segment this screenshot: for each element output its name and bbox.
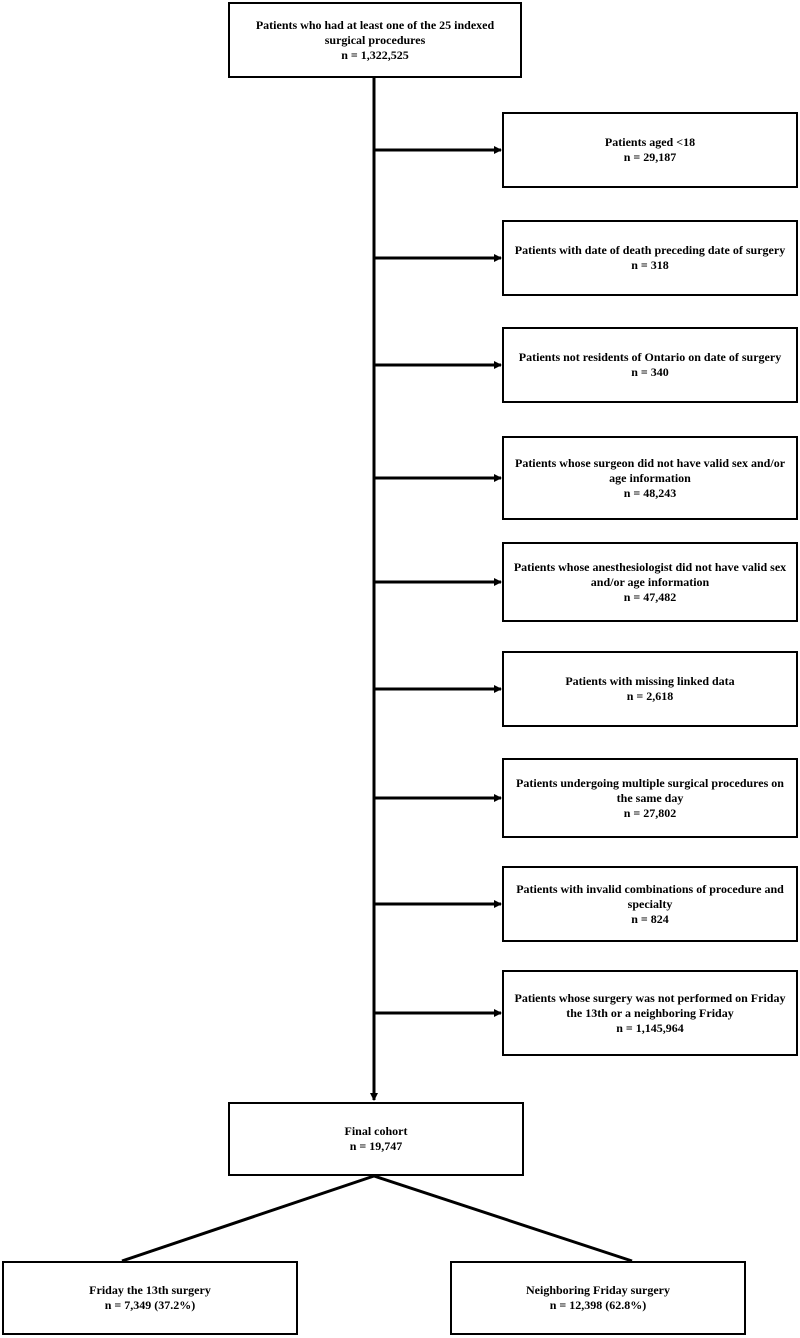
- exclusion-box-invalid-combinations: Patients with invalid combinations of pr…: [502, 866, 798, 942]
- group-count: n = 7,349 (37.2%): [104, 1298, 196, 1312]
- exclusion-count: n = 2,618: [626, 689, 674, 703]
- exclusion-count: n = 47,482: [623, 589, 677, 604]
- exclusion-count: n = 1,145,964: [616, 1020, 684, 1035]
- exclusion-count: n = 318: [631, 258, 669, 272]
- start-cohort-count: n = 1,322,525: [341, 47, 409, 62]
- exclusion-count: n = 29,187: [623, 150, 677, 164]
- exclusion-count: n = 824: [631, 911, 669, 926]
- split-line-right: [373, 1174, 633, 1263]
- exclusion-label: Patients whose surgeon did not have vali…: [514, 455, 786, 485]
- exclusion-count: n = 48,243: [623, 485, 677, 500]
- friday-13th-group-box: Friday the 13th surgery n = 7,349 (37.2%…: [2, 1261, 298, 1335]
- exclusion-label: Patients not residents of Ontario on dat…: [518, 350, 782, 364]
- exclusion-count: n = 340: [631, 365, 669, 379]
- exclusion-label: Patients with date of death preceding da…: [514, 243, 786, 257]
- group-label: Friday the 13th surgery: [89, 1283, 211, 1297]
- exclusion-label: Patients whose anesthesiologist did not …: [513, 559, 787, 589]
- exclusion-box-age: Patients aged <18 n = 29,187: [502, 112, 798, 188]
- final-cohort-label: Final cohort: [344, 1124, 408, 1138]
- start-cohort-box: Patients who had at least one of the 25 …: [228, 2, 522, 78]
- exclusion-label: Patients with missing linked data: [565, 674, 735, 688]
- exclusion-box-residency: Patients not residents of Ontario on dat…: [502, 327, 798, 403]
- neighboring-friday-group-box: Neighboring Friday surgery n = 12,398 (6…: [450, 1261, 746, 1335]
- exclusion-box-anesthesiologist-info: Patients whose anesthesiologist did not …: [502, 542, 798, 622]
- final-cohort-box: Final cohort n = 19,747: [228, 1102, 524, 1176]
- exclusion-box-multiple-procedures: Patients undergoing multiple surgical pr…: [502, 758, 798, 838]
- exclusion-box-death: Patients with date of death preceding da…: [502, 220, 798, 296]
- exclusion-box-missing-data: Patients with missing linked data n = 2,…: [502, 651, 798, 727]
- exclusion-label: Patients whose surgery was not performed…: [514, 990, 786, 1020]
- exclusion-label: Patients undergoing multiple surgical pr…: [516, 775, 784, 805]
- exclusion-count: n = 27,802: [623, 805, 677, 820]
- group-label: Neighboring Friday surgery: [526, 1283, 670, 1297]
- final-cohort-count: n = 19,747: [349, 1139, 403, 1153]
- exclusion-box-not-friday: Patients whose surgery was not performed…: [502, 970, 798, 1056]
- exclusion-label: Patients aged <18: [604, 135, 696, 149]
- start-cohort-label: Patients who had at least one of the 25 …: [255, 17, 495, 47]
- exclusion-box-surgeon-info: Patients whose surgeon did not have vali…: [502, 436, 798, 520]
- split-line-left: [121, 1174, 375, 1263]
- exclusion-label: Patients with invalid combinations of pr…: [516, 881, 784, 911]
- group-count: n = 12,398 (62.8%): [549, 1298, 647, 1312]
